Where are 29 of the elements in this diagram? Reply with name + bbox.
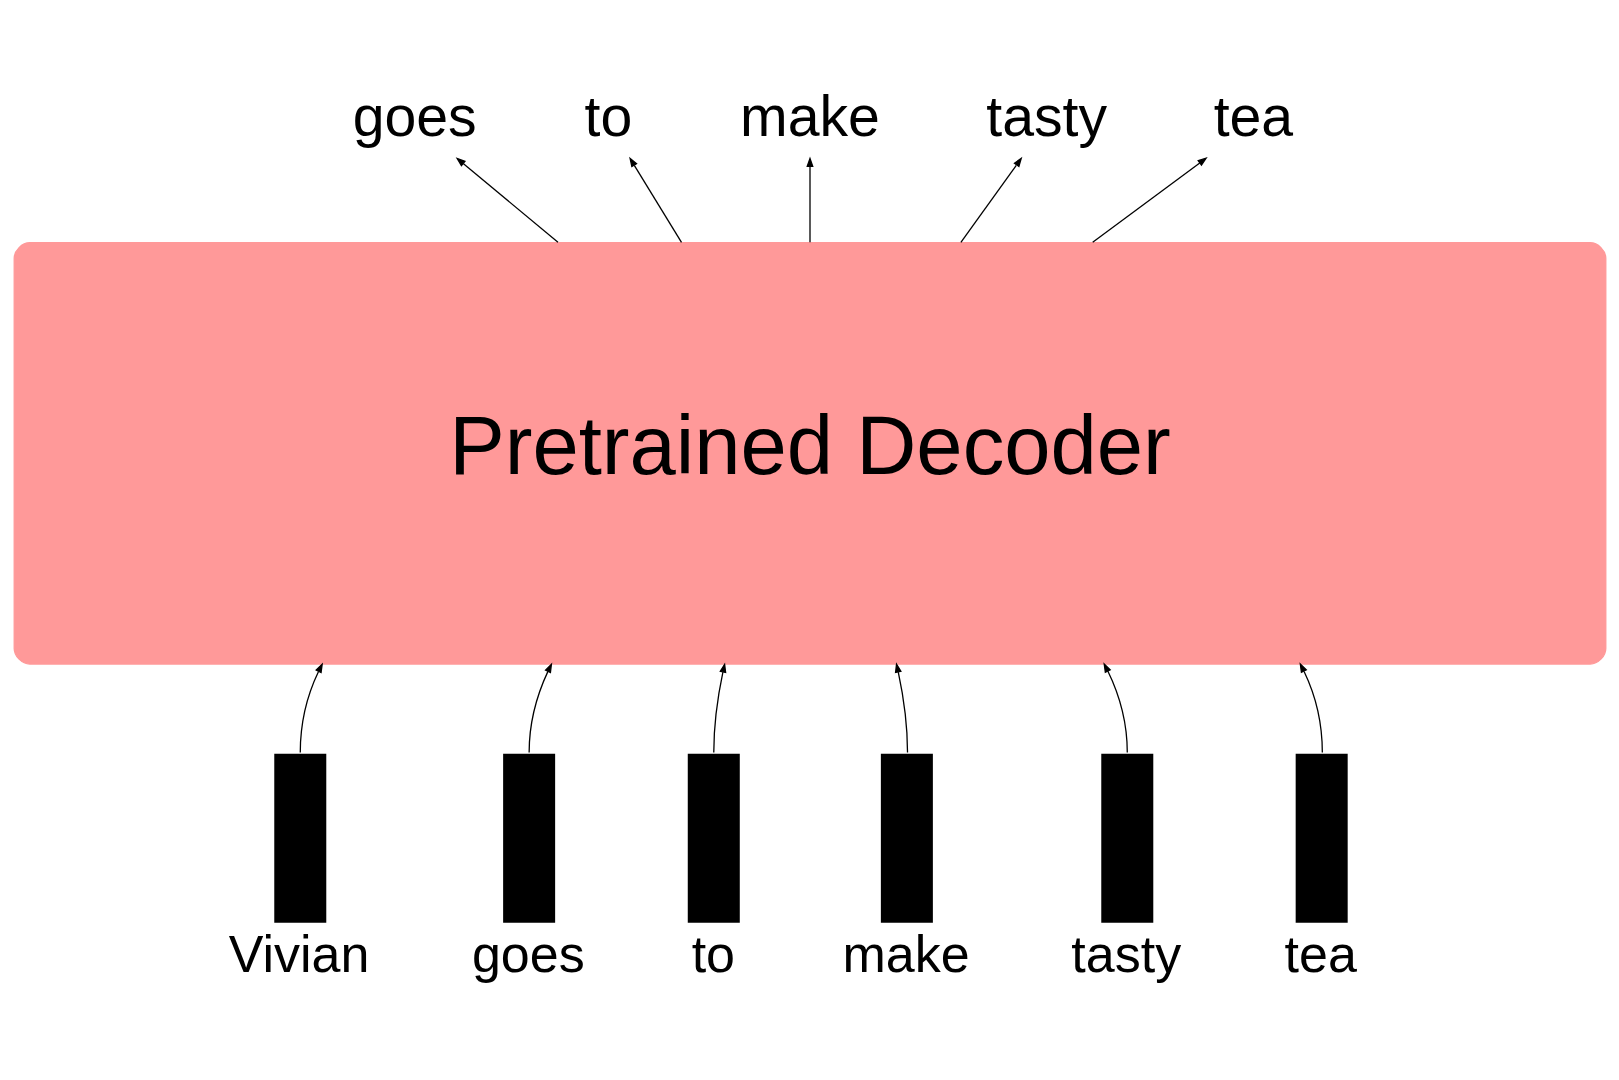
arrow	[894, 661, 908, 753]
node-label: Vivian	[228, 924, 369, 983]
arrow	[959, 156, 1022, 243]
node-bar	[502, 753, 555, 923]
arrow	[1091, 156, 1208, 243]
node-box: Pretrained Decoder	[13, 241, 1606, 665]
node-bar	[1100, 753, 1153, 923]
arrow	[628, 156, 682, 243]
node-label: to	[691, 924, 735, 983]
arrow	[712, 661, 726, 753]
arrow	[805, 156, 814, 243]
arrow	[528, 662, 552, 753]
node-bar	[880, 753, 933, 923]
node-bar	[1295, 753, 1348, 923]
node-label: goes	[471, 924, 585, 983]
node-text: tea	[1213, 83, 1293, 148]
node-text: tasty	[985, 83, 1107, 148]
arrow	[1102, 661, 1128, 753]
node-bar	[273, 753, 326, 923]
node-bar	[687, 753, 740, 923]
arrow	[455, 156, 559, 243]
node-label: tasty	[1070, 924, 1181, 983]
node-label: tea	[1284, 924, 1357, 983]
node-text: to	[584, 83, 632, 148]
arrow	[1298, 661, 1323, 753]
node-label: make	[842, 924, 970, 983]
node-text: goes	[352, 83, 477, 148]
node-text: make	[739, 83, 880, 148]
arrow	[299, 662, 323, 753]
